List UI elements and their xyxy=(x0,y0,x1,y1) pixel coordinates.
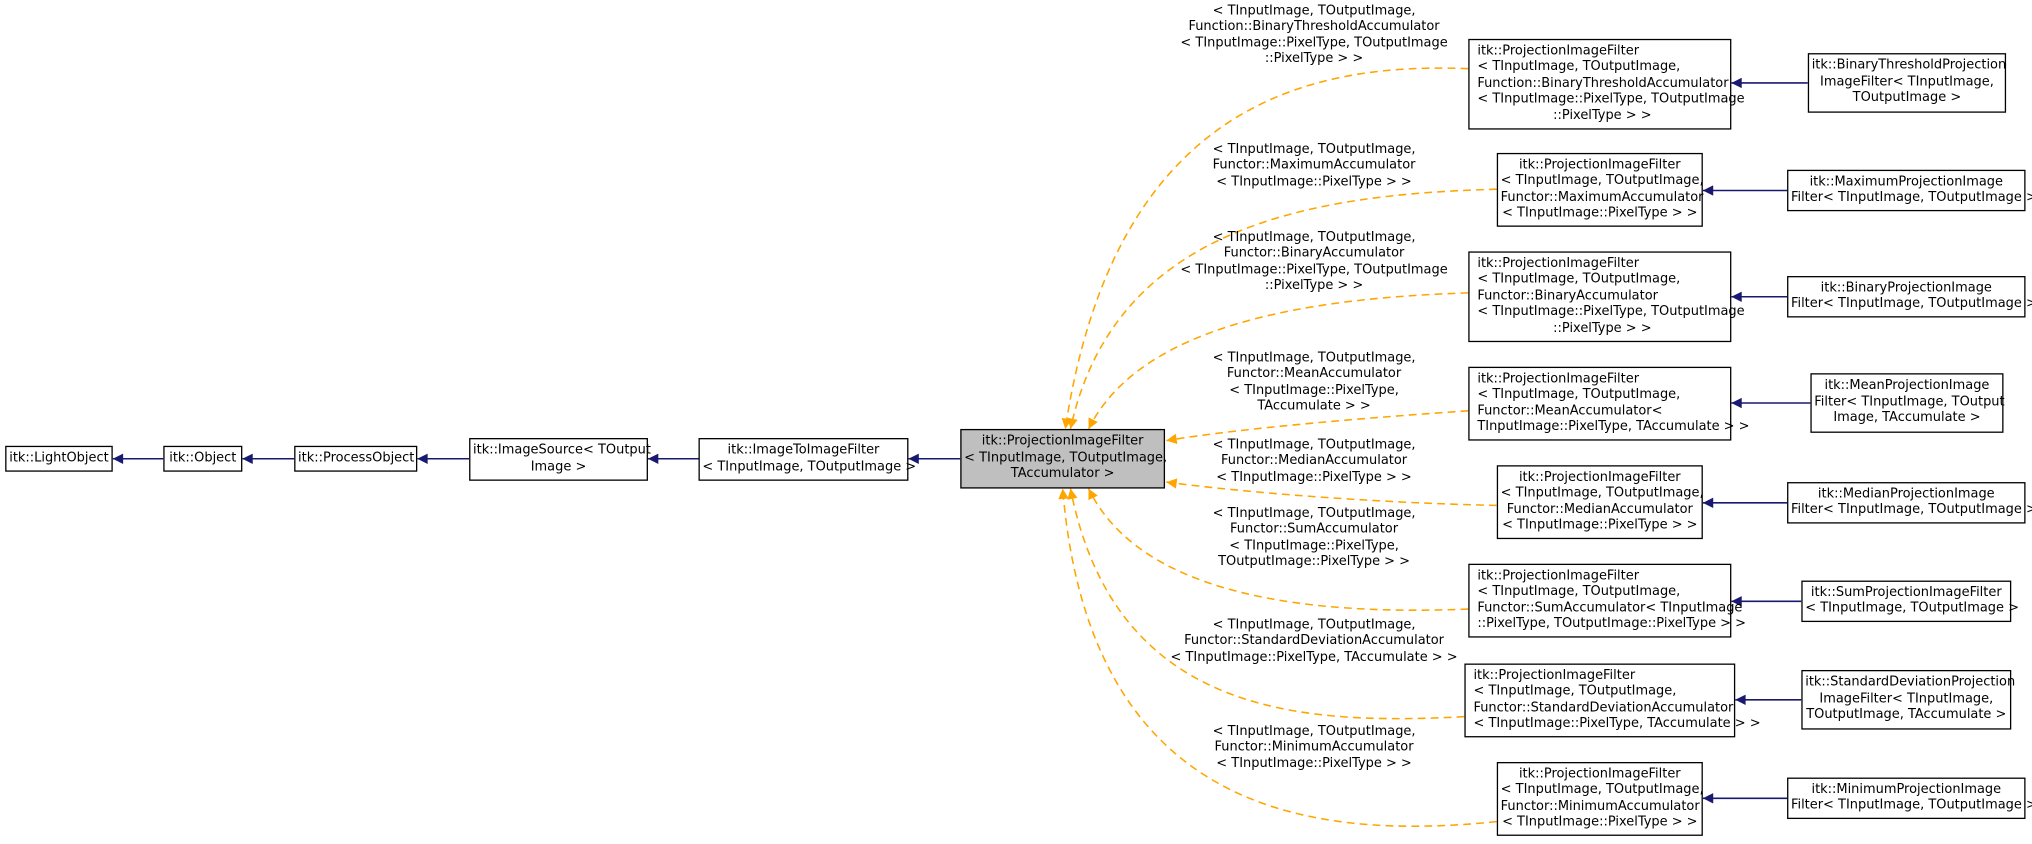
node-sum-projection[interactable]: itk::SumProjectionImageFilter < TInputIm… xyxy=(1801,580,2019,623)
node-binary-threshold-projection[interactable]: itk::BinaryThresholdProjection ImageFilt… xyxy=(1807,53,2006,113)
node-pif-binary-threshold[interactable]: itk::ProjectionImageFilter < TInputImage… xyxy=(1468,38,1745,130)
edge-template-minimum xyxy=(1058,488,1497,827)
node-pif-median[interactable]: itk::ProjectionImageFilter < TInputImage… xyxy=(1496,465,1704,540)
edge-label-median: < TInputImage, TOutputImage, Functor::Me… xyxy=(1212,438,1416,485)
node-image-source[interactable]: itk::ImageSource< TOutput Image > xyxy=(469,438,651,481)
edge-template-stddev xyxy=(1067,488,1465,720)
node-light-object[interactable]: itk::LightObject xyxy=(5,445,113,472)
edge-label-minimum: < TInputImage, TOutputImage, Functor::Mi… xyxy=(1212,724,1416,771)
edge-template-median xyxy=(1166,478,1497,507)
edge-label-stddev: < TInputImage, TOutputImage, Functor::St… xyxy=(1170,618,1458,665)
node-pif-binary[interactable]: itk::ProjectionImageFilter < TInputImage… xyxy=(1468,251,1745,343)
node-median-projection[interactable]: itk::MedianProjectionImage Filter< TInpu… xyxy=(1787,482,2032,524)
edge-template-mean xyxy=(1166,410,1469,445)
edge-label-sum: < TInputImage, TOutputImage, Functor::Su… xyxy=(1212,506,1416,570)
node-pif-stddev[interactable]: itk::ProjectionImageFilter < TInputImage… xyxy=(1464,663,1761,738)
node-projection-image-filter[interactable]: itk::ProjectionImageFilter < TInputImage… xyxy=(960,428,1167,489)
edge-label-mean: < TInputImage, TOutputImage, Functor::Me… xyxy=(1212,351,1416,414)
edge-template-sum xyxy=(1087,488,1469,611)
node-mean-projection[interactable]: itk::MeanProjectionImage Filter< TInputI… xyxy=(1810,373,2005,433)
edge-template-binary-threshold xyxy=(1061,67,1469,430)
node-image-to-image-filter[interactable]: itk::ImageToImageFilter < TInputImage, T… xyxy=(698,438,916,481)
node-stddev-projection[interactable]: itk::StandardDeviationProjection ImageFi… xyxy=(1801,669,2015,730)
node-process-object[interactable]: itk::ProcessObject xyxy=(294,445,418,472)
edge-template-maximum xyxy=(1067,188,1497,430)
node-maximum-projection[interactable]: itk::MaximumProjectionImage Filter< TInp… xyxy=(1787,169,2032,212)
edge-template-binary xyxy=(1087,292,1469,430)
edge-label-maximum: < TInputImage, TOutputImage, Functor::Ma… xyxy=(1212,142,1416,189)
node-object[interactable]: itk::Object xyxy=(163,445,243,472)
node-pif-maximum[interactable]: itk::ProjectionImageFilter < TInputImage… xyxy=(1496,152,1704,227)
node-pif-sum[interactable]: itk::ProjectionImageFilter < TInputImage… xyxy=(1468,563,1746,638)
node-pif-mean[interactable]: itk::ProjectionImageFilter < TInputImage… xyxy=(1468,366,1750,441)
node-minimum-projection[interactable]: itk::MinimumProjectionImage Filter< TInp… xyxy=(1787,777,2032,820)
edge-label-binary-threshold: < TInputImage, TOutputImage, Function::B… xyxy=(1180,3,1448,67)
node-pif-minimum[interactable]: itk::ProjectionImageFilter < TInputImage… xyxy=(1496,762,1704,836)
node-binary-projection[interactable]: itk::BinaryProjectionImage Filter< TInpu… xyxy=(1787,276,2032,318)
edge-label-binary: < TInputImage, TOutputImage, Functor::Bi… xyxy=(1180,230,1448,294)
